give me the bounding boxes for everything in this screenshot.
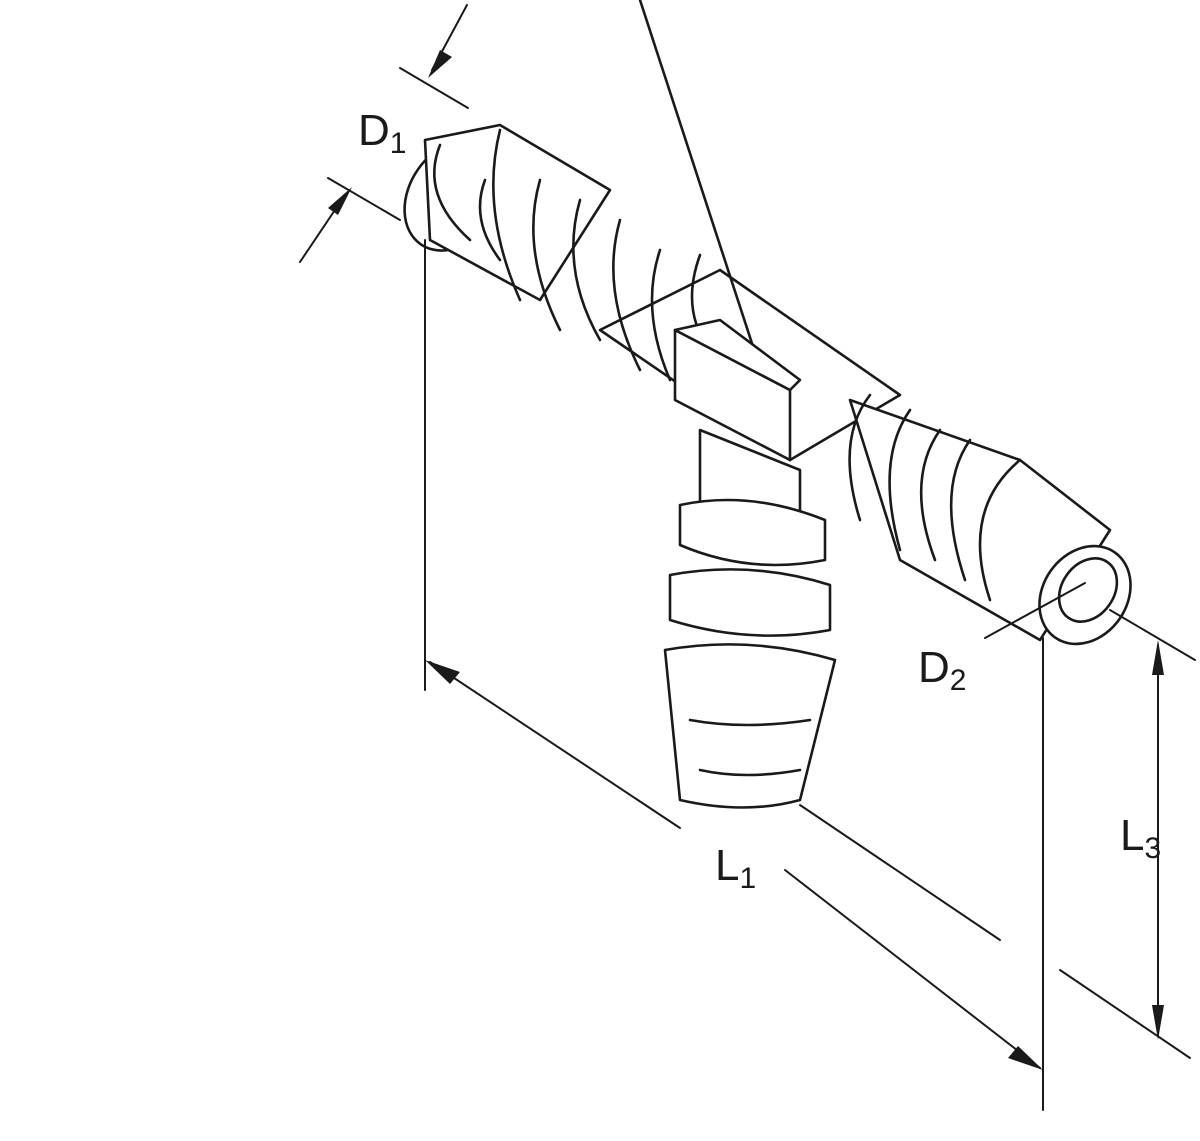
dimension-l1 xyxy=(424,239,1191,1111)
right-barbed-end xyxy=(848,393,1132,646)
label-d2: D2 xyxy=(918,643,966,697)
label-d1: D1 xyxy=(358,106,406,160)
dimension-d1 xyxy=(299,4,469,263)
label-l1: L1 xyxy=(715,841,756,895)
dimension-l3 xyxy=(1109,609,1196,1040)
branch-stem xyxy=(663,318,837,809)
dimension-d2 xyxy=(984,582,1086,639)
left-barbed-end xyxy=(403,123,712,382)
label-l3: L3 xyxy=(1120,811,1161,865)
